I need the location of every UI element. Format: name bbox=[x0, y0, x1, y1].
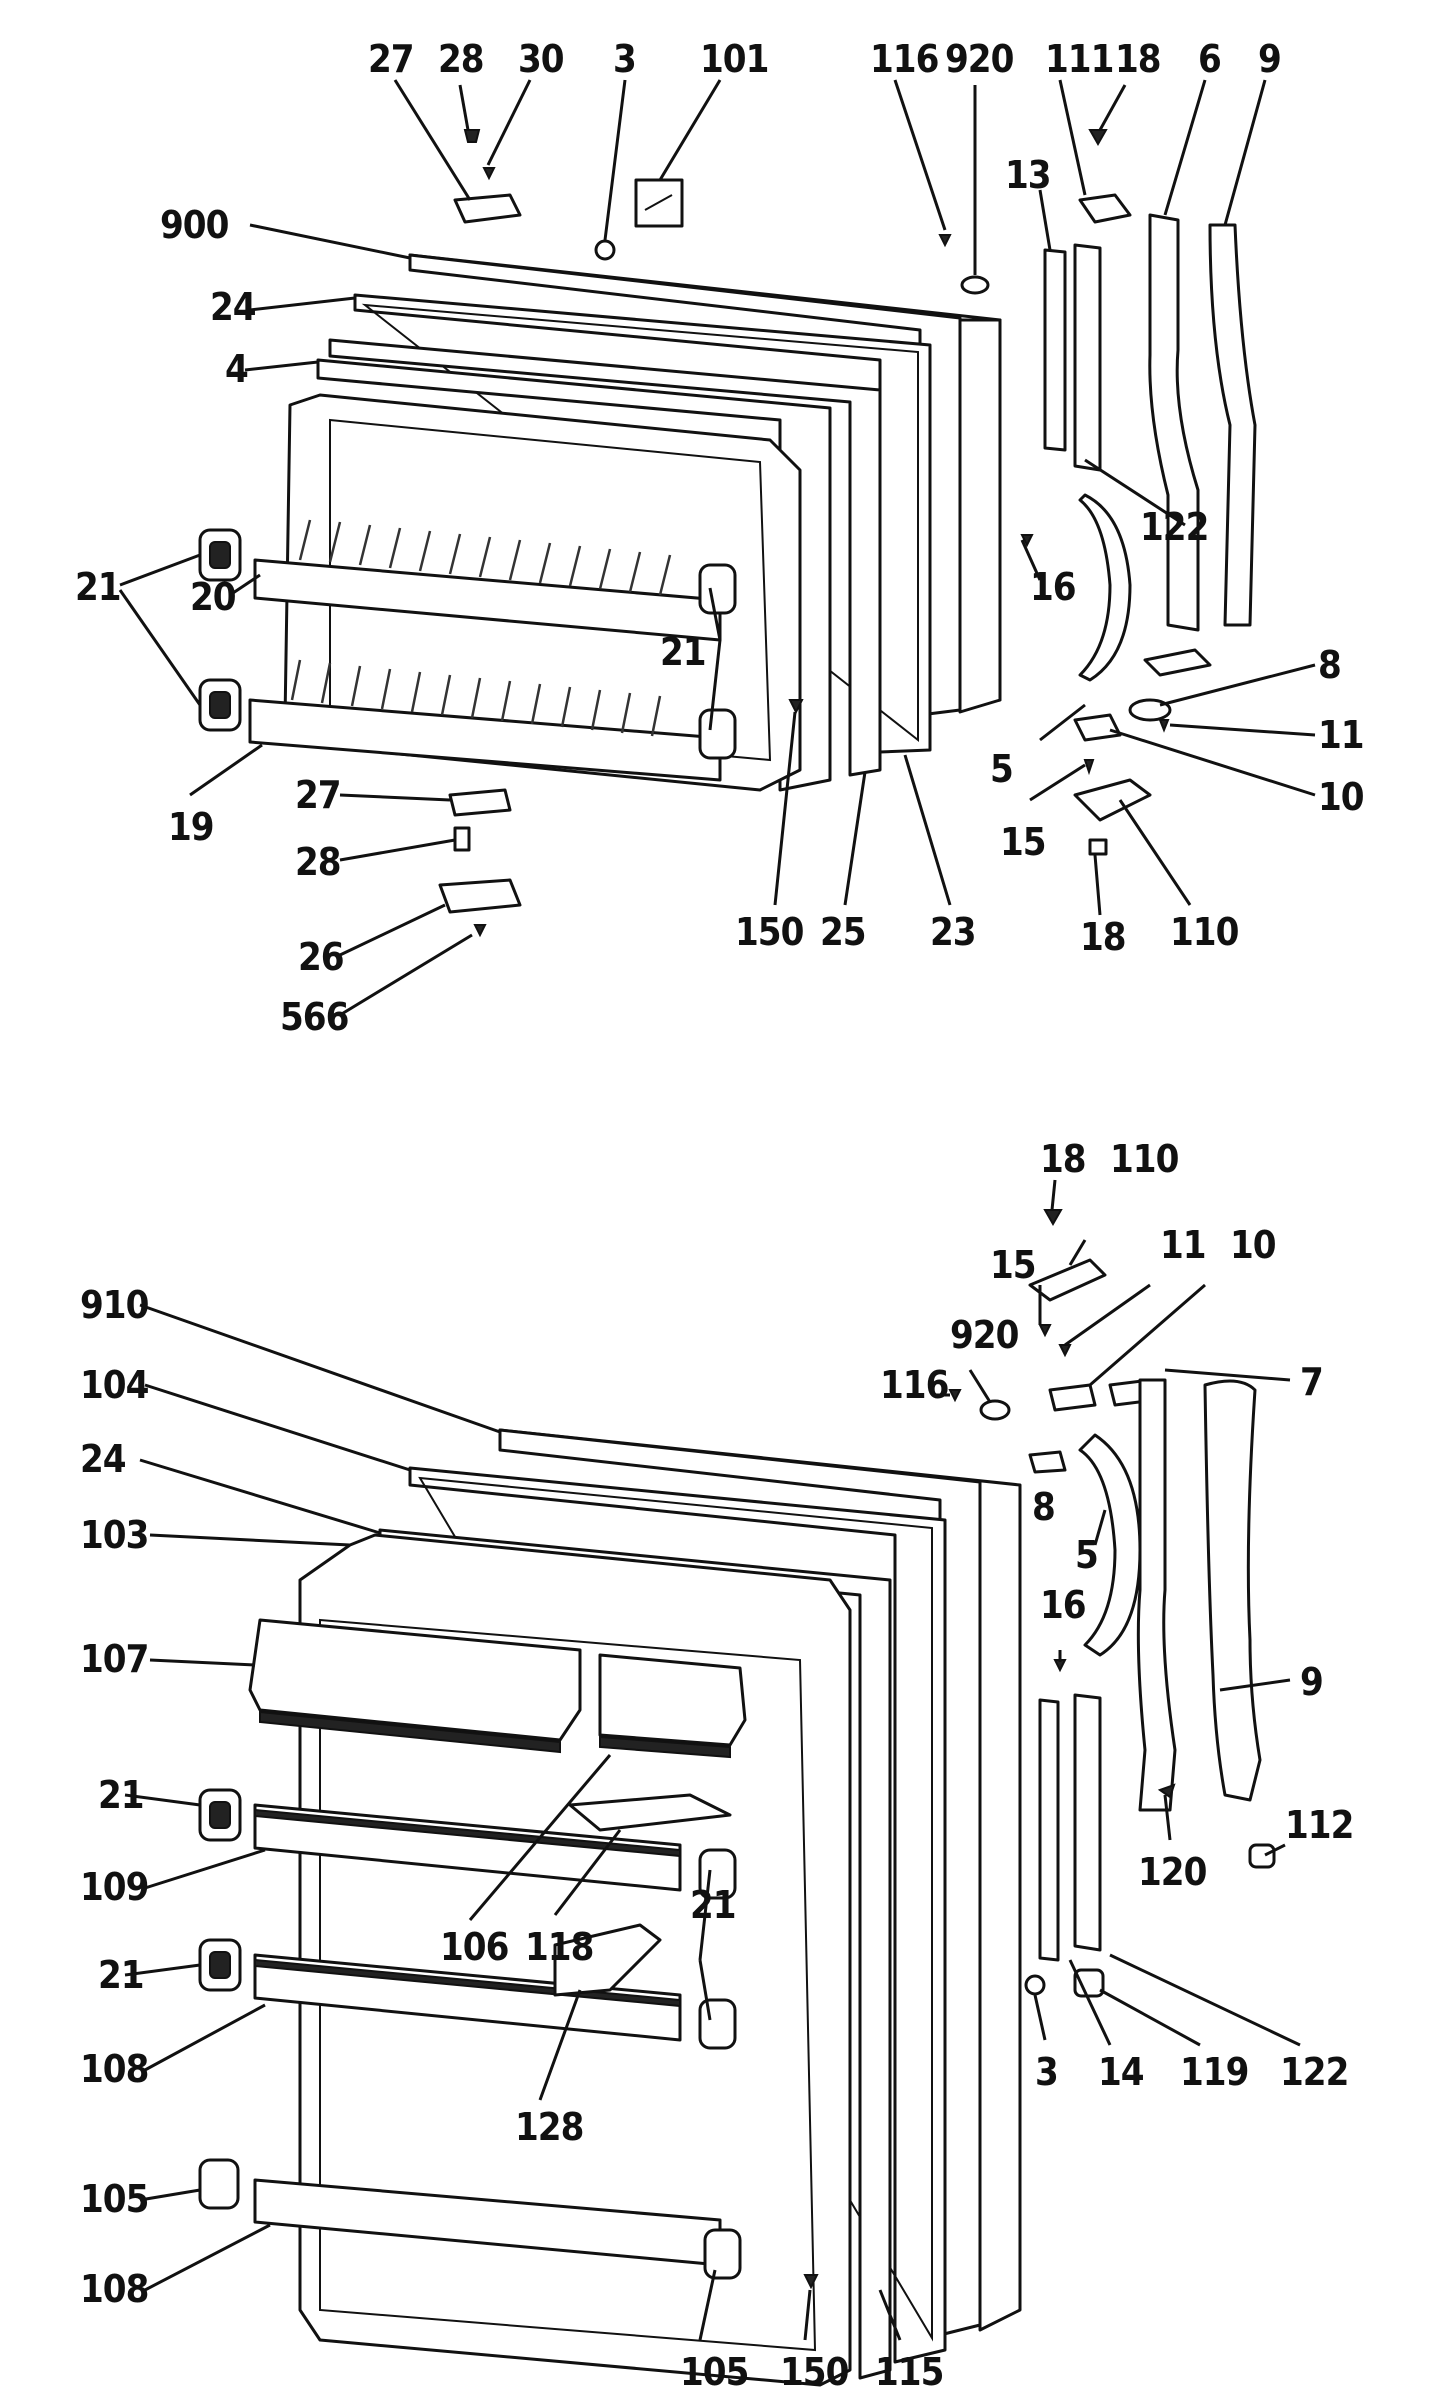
callout-119: 119 bbox=[1180, 2050, 1248, 2094]
callout-21-left: 21 bbox=[75, 565, 121, 609]
callout-111: 111 bbox=[1045, 37, 1113, 81]
callout-24-lower: 24 bbox=[80, 1437, 126, 1481]
callout-5-lower: 5 bbox=[1075, 1533, 1098, 1577]
callout-18: 18 bbox=[1115, 37, 1161, 81]
callout-900: 900 bbox=[160, 203, 229, 247]
lower-door-assembly bbox=[198, 1209, 1276, 2387]
callout-150-lower: 150 bbox=[780, 2350, 849, 2394]
callout-120: 120 bbox=[1138, 1850, 1207, 1894]
callout-112: 112 bbox=[1285, 1803, 1353, 1847]
callout-107: 107 bbox=[80, 1637, 148, 1681]
callout-13: 13 bbox=[1005, 153, 1051, 197]
callout-118: 118 bbox=[525, 1925, 593, 1969]
callout-103: 103 bbox=[80, 1513, 148, 1557]
callout-116-lower: 116 bbox=[880, 1363, 948, 1407]
callout-18-lower: 18 bbox=[1040, 1137, 1086, 1181]
upper-door-assembly bbox=[198, 129, 1257, 938]
callout-5: 5 bbox=[990, 747, 1013, 791]
callout-128: 128 bbox=[515, 2105, 583, 2149]
callout-28-bottom: 28 bbox=[295, 840, 341, 884]
callout-108-lower: 108 bbox=[80, 2267, 148, 2311]
callout-122: 122 bbox=[1140, 505, 1208, 549]
callout-910: 910 bbox=[80, 1283, 149, 1327]
callout-21-lower-right: 21 bbox=[690, 1883, 736, 1927]
callout-11: 11 bbox=[1318, 713, 1364, 757]
callout-15-lower: 15 bbox=[990, 1243, 1036, 1287]
callout-25: 25 bbox=[820, 910, 866, 954]
callout-7: 7 bbox=[1300, 1360, 1323, 1404]
callout-10: 10 bbox=[1318, 775, 1364, 819]
callout-18-bottom: 18 bbox=[1080, 915, 1126, 959]
callout-8: 8 bbox=[1318, 643, 1341, 687]
callout-101: 101 bbox=[700, 37, 768, 81]
callout-14: 14 bbox=[1098, 2050, 1144, 2094]
callout-122-lower: 122 bbox=[1280, 2050, 1348, 2094]
lower-leader-lines bbox=[124, 1179, 1301, 2341]
callout-108-upper: 108 bbox=[80, 2047, 148, 2091]
callout-3-lower: 3 bbox=[1035, 2050, 1058, 2094]
callout-150: 150 bbox=[735, 910, 804, 954]
callout-28: 28 bbox=[438, 37, 484, 81]
callout-16: 16 bbox=[1030, 565, 1076, 609]
callout-6: 6 bbox=[1198, 37, 1221, 81]
callout-115: 115 bbox=[875, 2350, 943, 2394]
callout-8-lower: 8 bbox=[1032, 1485, 1055, 1529]
callout-566: 566 bbox=[280, 995, 348, 1039]
callout-10-lower: 10 bbox=[1230, 1223, 1276, 1267]
callout-23: 23 bbox=[930, 910, 976, 954]
callout-4: 4 bbox=[225, 347, 248, 391]
callout-104: 104 bbox=[80, 1363, 149, 1407]
callout-19: 19 bbox=[168, 805, 214, 849]
upper-callout-labels: 27 28 30 3 101 116 920 111 18 6 9 900 13… bbox=[75, 37, 1365, 1039]
callout-9-lower: 9 bbox=[1300, 1660, 1323, 1704]
callout-15: 15 bbox=[1000, 820, 1046, 864]
callout-30: 30 bbox=[518, 37, 564, 81]
callout-16-lower: 16 bbox=[1040, 1583, 1086, 1627]
callout-26: 26 bbox=[298, 935, 344, 979]
callout-116: 116 bbox=[870, 37, 938, 81]
callout-24: 24 bbox=[210, 285, 256, 329]
callout-9: 9 bbox=[1258, 37, 1281, 81]
lower-callout-labels: 18 110 15 11 10 920 116 7 910 104 24 8 1… bbox=[80, 1137, 1354, 2394]
callout-3: 3 bbox=[613, 37, 636, 81]
callout-105-bottom: 105 bbox=[680, 2350, 748, 2394]
callout-109: 109 bbox=[80, 1865, 148, 1909]
callout-11-lower: 11 bbox=[1160, 1223, 1206, 1267]
callout-21-lower-mid: 21 bbox=[98, 1953, 144, 1997]
callout-27: 27 bbox=[368, 37, 414, 81]
callout-20: 20 bbox=[190, 575, 236, 619]
upper-leader-lines bbox=[118, 79, 1316, 1017]
callout-21-right: 21 bbox=[660, 630, 706, 674]
callout-110: 110 bbox=[1170, 910, 1239, 954]
callout-21-lower-top: 21 bbox=[98, 1773, 144, 1817]
callout-27-bottom: 27 bbox=[295, 773, 341, 817]
callout-110-lower: 110 bbox=[1110, 1137, 1179, 1181]
callout-920-lower: 920 bbox=[950, 1313, 1019, 1357]
callout-920: 920 bbox=[945, 37, 1014, 81]
callout-106: 106 bbox=[440, 1925, 508, 1969]
callout-105-left: 105 bbox=[80, 2177, 148, 2221]
